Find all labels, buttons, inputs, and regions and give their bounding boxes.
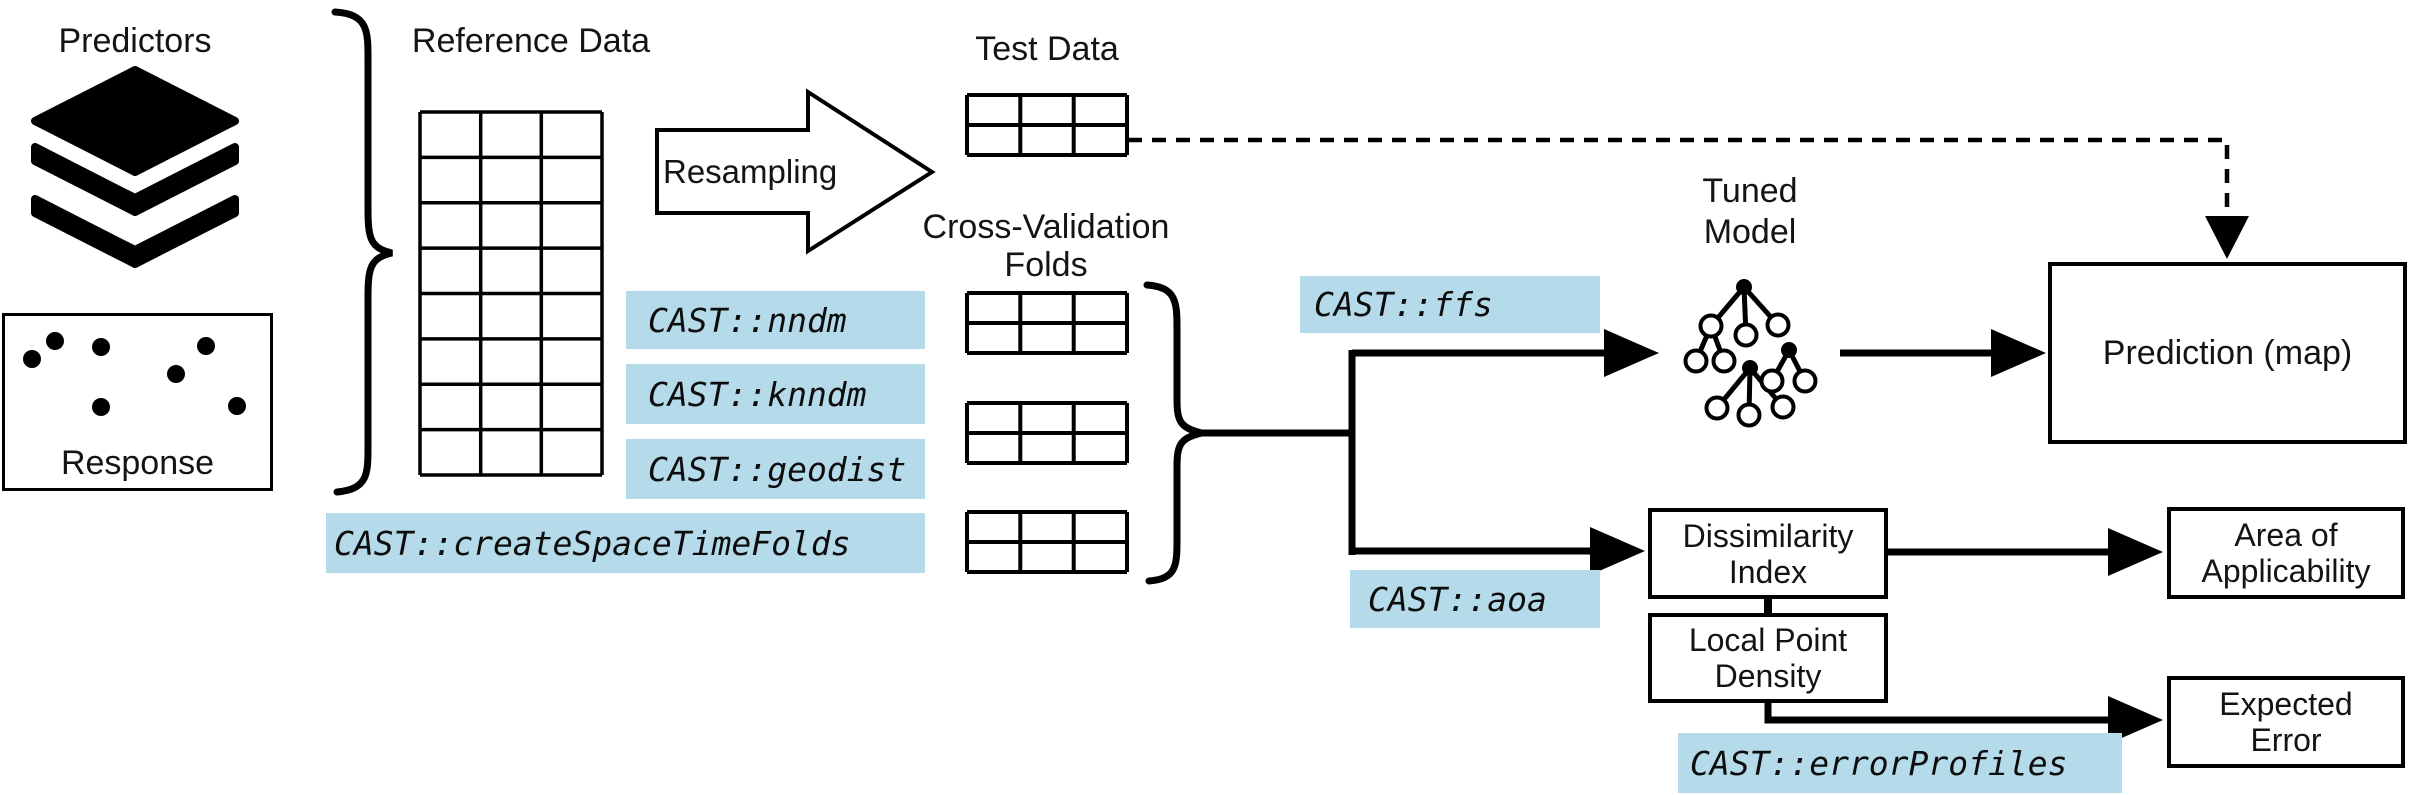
tuned-model-line2: Model <box>1703 213 1797 251</box>
test-data-grid <box>965 93 1129 157</box>
function-label-geodist: CAST::geodist <box>626 439 925 499</box>
prediction-label: Prediction (map) <box>2102 334 2353 372</box>
dissimilarity-to-area-arrow <box>1888 528 2163 576</box>
expected-line1: Expected <box>2219 686 2353 722</box>
predictors-label: Predictors <box>58 22 212 60</box>
model-to-prediction-arrow <box>1840 329 2046 377</box>
dissimilarity-line1: Dissimilarity <box>1682 517 1854 554</box>
dissimilarity-line2: Index <box>1728 553 1808 590</box>
response-box: Response <box>2 313 273 491</box>
function-label-nndm: CAST::nndm <box>626 291 925 349</box>
cv-folds-line2: Folds <box>1004 246 1088 284</box>
dissimilarity-index-box: Dissimilarity Index <box>1648 508 1888 599</box>
cv-fold-grid-2 <box>965 401 1129 465</box>
function-label-knndm: CAST::knndm <box>626 364 925 424</box>
local-point-density-box: Local Point Density <box>1648 613 1888 703</box>
expected-line2: Error <box>2250 722 2322 758</box>
local-point-line1: Local Point <box>1688 622 1848 658</box>
tuned-model-line1: Tuned <box>1702 172 1798 210</box>
flow-branch-lines <box>1202 349 1606 555</box>
cv-fold-grid-1 <box>965 291 1129 355</box>
function-label-ffs: CAST::ffs <box>1300 276 1600 333</box>
folds-brace <box>1143 281 1203 585</box>
function-label-create-space-time-folds: CAST::createSpaceTimeFolds <box>326 513 925 573</box>
function-label-aoa: CAST::aoa <box>1350 570 1600 628</box>
layers-icon <box>31 66 239 268</box>
function-label-error-profiles: CAST::errorProfiles <box>1678 733 2122 793</box>
test-data-to-prediction-dashed-arrow <box>1128 137 2249 259</box>
scatter-points-icon <box>23 332 246 416</box>
prediction-box: Prediction (map) <box>2048 262 2407 444</box>
resampling-arrow <box>655 88 936 255</box>
area-line2: Applicability <box>2201 553 2371 589</box>
resampling-label: Resampling <box>663 153 838 190</box>
density-to-expected-error-arrow <box>1764 696 2163 744</box>
expected-error-box: Expected Error <box>2167 676 2405 768</box>
reference-data-grid <box>418 110 604 477</box>
reference-data-label: Reference Data <box>411 22 651 60</box>
area-of-applicability-box: Area of Applicability <box>2167 507 2405 599</box>
cv-fold-grid-3 <box>965 510 1129 574</box>
inputs-brace <box>331 8 393 496</box>
tuned-model-label: Tuned Model <box>1650 171 1850 253</box>
area-line1: Area of <box>2234 517 2338 553</box>
local-point-line2: Density <box>1714 658 1822 694</box>
cv-folds-line1: Cross-Validation <box>922 208 1170 246</box>
response-label: Response <box>60 444 215 482</box>
arrowhead-to-model <box>1604 329 1659 377</box>
test-data-label: Test Data <box>975 30 1119 68</box>
cross-validation-folds-label: Cross-Validation Folds <box>890 208 1202 284</box>
arrowhead-to-dissimilarity <box>1590 527 1645 575</box>
decision-trees-icon <box>1683 279 1818 428</box>
